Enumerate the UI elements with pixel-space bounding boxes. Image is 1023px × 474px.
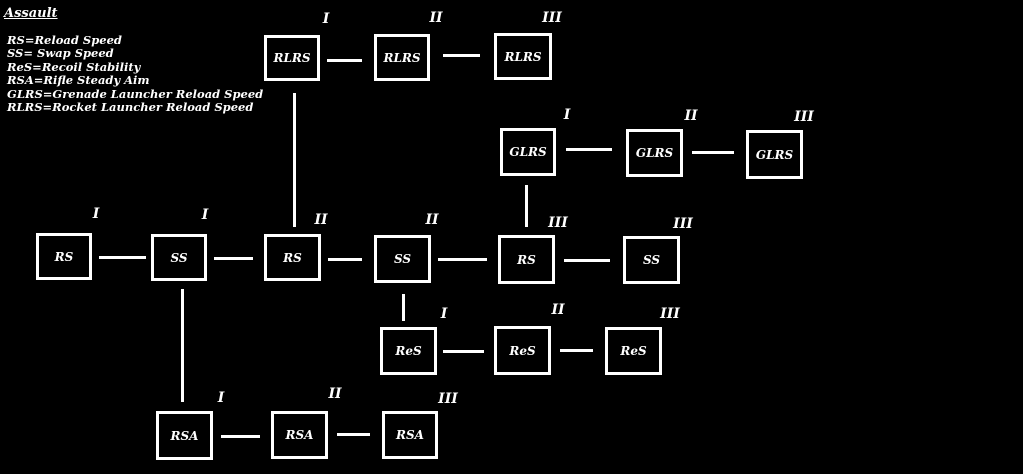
legend: RS=Reload Speed SS= Swap Speed ReS=Recoi… [7, 33, 264, 115]
connector [692, 151, 734, 154]
node-glrs-1: GLRS [500, 128, 556, 176]
tier-label: II [429, 10, 443, 26]
tier-label: I [440, 306, 448, 322]
tier-label: III [794, 109, 814, 125]
node-rsa-3: RSA [382, 411, 438, 459]
node-rs-2: RS [264, 234, 321, 281]
node-res-3: ReS [605, 327, 662, 375]
connector [328, 258, 362, 261]
node-rlrs-2: RLRS [374, 34, 430, 81]
tier-label: I [201, 207, 209, 223]
connector [443, 54, 480, 57]
connector [564, 259, 610, 262]
connector [327, 59, 362, 62]
connector [566, 148, 612, 151]
tier-label: III [673, 216, 693, 232]
connector [221, 435, 260, 438]
legend-item: RS=Reload Speed [7, 33, 122, 47]
legend-item: ReS=Recoil Stability [7, 59, 141, 74]
node-rsa-1: RSA [156, 411, 213, 460]
connector [443, 350, 484, 353]
tier-label: II [314, 212, 328, 228]
node-glrs-3: GLRS [746, 130, 803, 179]
tier-label: III [438, 391, 458, 407]
tier-label: II [684, 108, 698, 124]
node-rlrs-1: RLRS [264, 35, 320, 81]
connector [525, 185, 528, 227]
node-res-1: ReS [380, 327, 437, 375]
node-rs-1: RS [36, 233, 92, 280]
tier-label: I [92, 206, 100, 222]
node-rs-3: RS [498, 235, 555, 284]
tier-label: III [542, 10, 562, 26]
tier-label: I [563, 107, 571, 123]
connector [560, 349, 593, 352]
tier-label: II [328, 386, 342, 402]
node-ss-3: SS [623, 236, 680, 284]
connector [99, 256, 146, 259]
connector [293, 93, 296, 227]
node-ss-1: SS [151, 234, 207, 281]
connector [402, 294, 405, 321]
diagram-title: Assault [4, 6, 58, 21]
legend-item: RSA=Rifle Steady Aim [7, 73, 150, 88]
connector [438, 258, 487, 261]
node-glrs-2: GLRS [626, 129, 683, 177]
legend-item: SS= Swap Speed [7, 46, 114, 61]
tier-label: I [217, 390, 225, 406]
node-rsa-2: RSA [271, 411, 328, 459]
connector [214, 257, 253, 260]
tier-label: I [322, 11, 330, 27]
node-rlrs-3: RLRS [494, 33, 552, 80]
node-res-2: ReS [494, 326, 551, 375]
tier-label: II [425, 212, 439, 228]
connector [337, 433, 370, 436]
legend-item: RLRS=Rocket Launcher Reload Speed [7, 100, 254, 115]
connector [181, 289, 184, 402]
tier-label: III [548, 215, 568, 231]
tier-label: III [660, 306, 680, 322]
node-ss-2: SS [374, 235, 431, 283]
legend-item: GLRS=Grenade Launcher Reload Speed [7, 86, 264, 101]
tier-label: II [551, 302, 565, 318]
